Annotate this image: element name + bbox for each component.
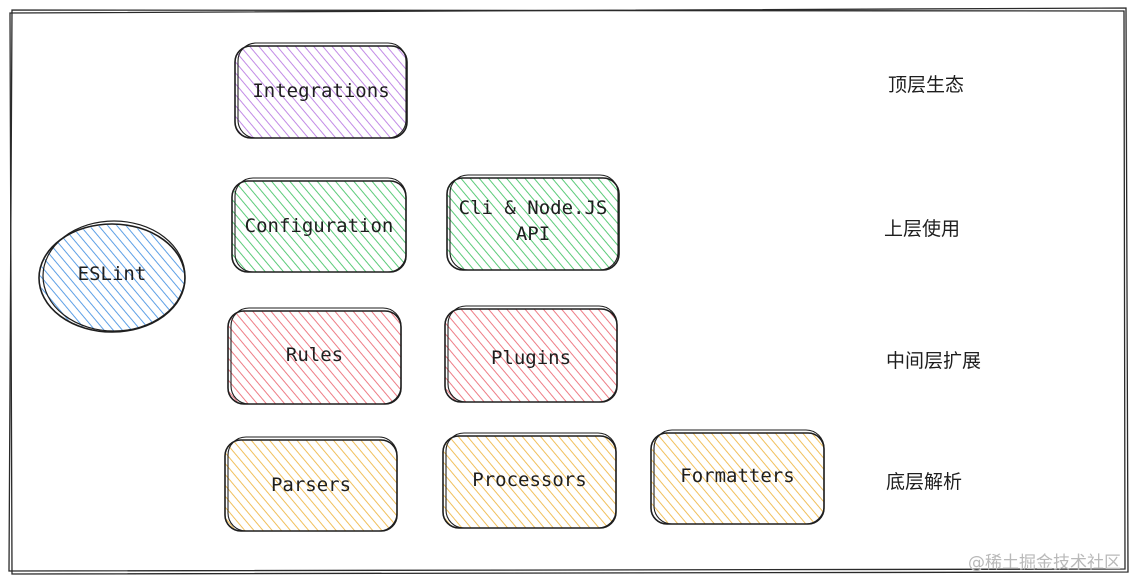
- layer-label-top-ecosystem: 顶层生态: [888, 74, 965, 96]
- node-formatters: [650, 429, 825, 525]
- node-configuration: [231, 177, 407, 273]
- node-rules: [227, 307, 402, 405]
- layer-label-middle-extension: 中间层扩展: [886, 350, 982, 372]
- layer-label-bottom-parsing: 底层解析: [886, 471, 963, 493]
- watermark: @稀土掘金技术社区: [968, 553, 1121, 573]
- node-cli-api: [446, 174, 620, 271]
- node-parsers: [224, 436, 398, 532]
- layer-label-upper-usage: 上层使用: [884, 218, 961, 240]
- node-plugins: [444, 305, 618, 403]
- eslint-node: [38, 220, 186, 333]
- node-processors: [442, 432, 617, 529]
- outer-frame: [8, 7, 1129, 575]
- node-integrations: [234, 42, 408, 139]
